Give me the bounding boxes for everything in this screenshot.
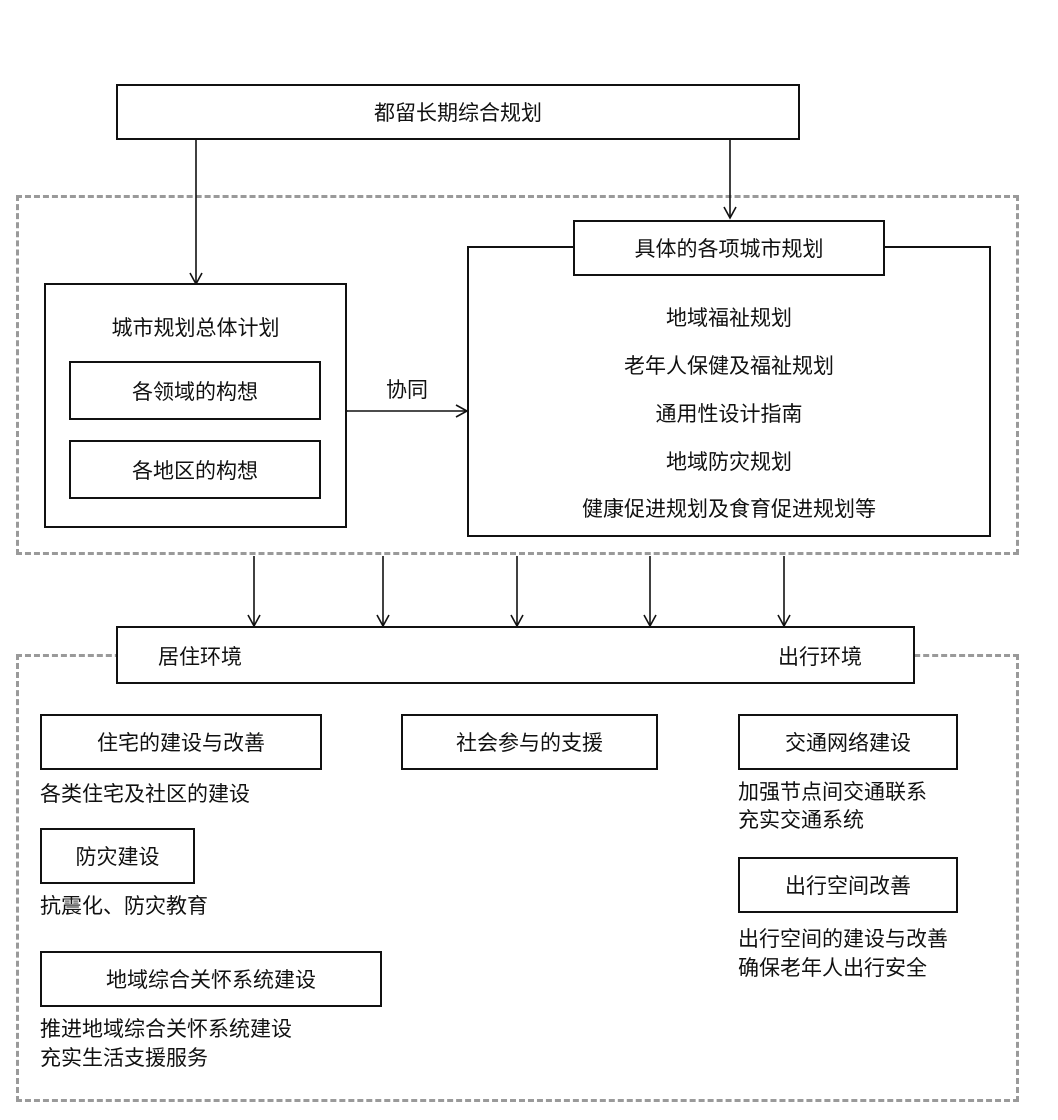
specific-plan-item: 通用性设计指南 [655,402,803,426]
specific-plan-item: 地域防灾规划 [666,450,792,474]
specific-plan-item: 地域福祉规划 [666,306,792,330]
living-environment-label: 居住环境 [158,645,242,669]
disaster-prevention-box: 防灾建设 [40,828,195,884]
cooperation-label: 协同 [386,378,428,402]
mobility-space-desc-2: 确保老年人出行安全 [738,956,927,980]
specific-plan-item: 健康促进规划及食育促进规划等 [582,497,876,521]
transport-network-desc-1: 加强节点间交通联系 [738,780,927,804]
housing-box: 住宅的建设与改善 [40,714,322,770]
master-plan-title: 城市规划总体计划 [111,316,280,340]
environment-bar [116,626,915,684]
disaster-prevention-desc: 抗震化、防灾教育 [40,894,208,918]
mobility-space-desc-1: 出行空间的建设与改善 [738,927,948,951]
community-care-box: 地域综合关怀系统建设 [40,951,382,1007]
transport-network-box: 交通网络建设 [738,714,958,770]
long-term-plan-title: 都留长期综合规划 [374,101,542,125]
housing-desc: 各类住宅及社区的建设 [40,782,250,806]
specific-plan-item: 老年人保健及福祉规划 [624,354,834,378]
mobility-space-box: 出行空间改善 [738,857,958,913]
transport-network-desc-2: 充实交通系统 [738,808,864,832]
master-plan-item-1: 各领域的构想 [69,361,321,420]
specific-plans-title-box: 具体的各项城市规划 [573,220,885,276]
planning-region [16,195,1019,555]
long-term-plan-box: 都留长期综合规划 [116,84,800,140]
social-participation-box: 社会参与的支援 [401,714,658,770]
mobility-environment-label: 出行环境 [778,645,862,669]
community-care-desc-2: 充实生活支援服务 [40,1046,208,1070]
specific-plans-title: 具体的各项城市规划 [634,237,824,261]
community-care-desc-1: 推进地域综合关怀系统建设 [40,1017,292,1041]
specific-plans-box [467,246,991,537]
master-plan-item-2: 各地区的构想 [69,440,321,499]
